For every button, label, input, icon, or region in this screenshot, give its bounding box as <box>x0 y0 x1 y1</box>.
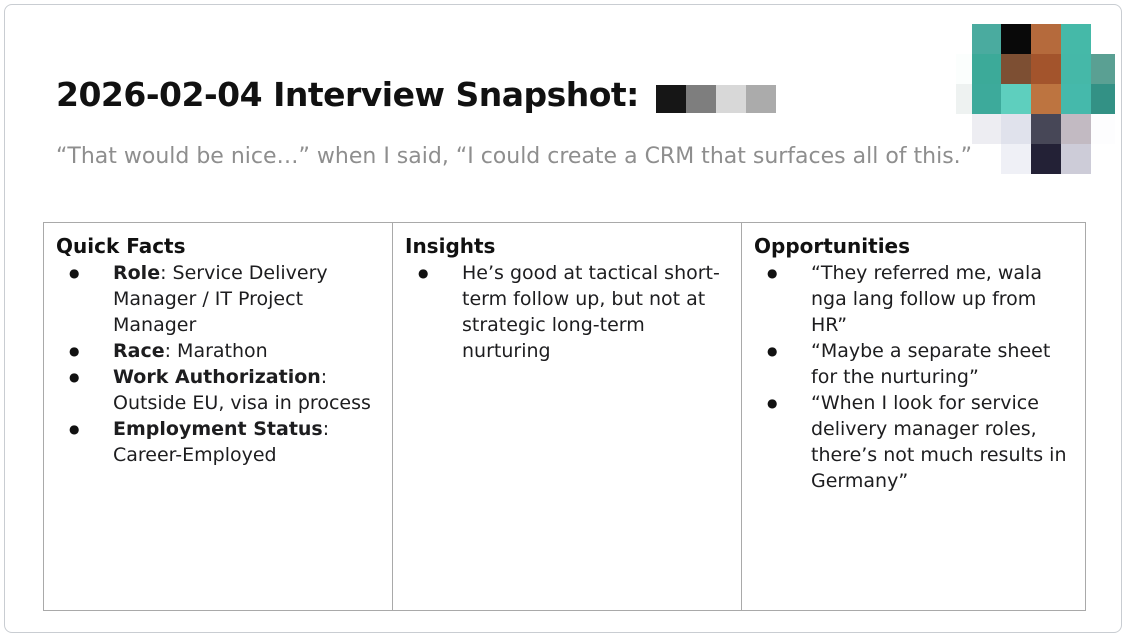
avatar-pixel <box>1001 84 1031 114</box>
pixelated-profile-photo <box>956 24 1115 174</box>
fact-label: Role <box>113 262 161 284</box>
fact-value: : Outside EU, visa in process <box>113 366 371 414</box>
list-item: Role: Service Delivery Manager / IT Proj… <box>56 260 378 338</box>
opportunity-text: “When I look for service delivery manage… <box>811 392 1067 492</box>
avatar-pixel <box>1061 54 1091 84</box>
avatar-pixel <box>1061 84 1091 114</box>
avatar-pixel <box>1061 144 1091 174</box>
avatar-pixel <box>1001 114 1031 144</box>
list-item: “When I look for service delivery manage… <box>754 390 1071 494</box>
avatar-pixel <box>972 144 1001 174</box>
title-row: 2026-02-04 Interview Snapshot: <box>56 75 776 115</box>
redaction-block <box>715 85 746 113</box>
avatar-pixel <box>1001 54 1031 84</box>
table-cell-opportunities: Opportunities “They referred me, wala ng… <box>742 223 1085 610</box>
list-item: Race: Marathon <box>56 338 378 364</box>
subtitle-quote: “That would be nice…” when I said, “I co… <box>56 144 973 169</box>
avatar-pixel <box>1091 144 1115 174</box>
list-item: “They referred me, wala nga lang follow … <box>754 260 1071 338</box>
quick-facts-list: Role: Service Delivery Manager / IT Proj… <box>56 260 378 468</box>
avatar-pixel <box>1061 24 1091 54</box>
column-header-insights: Insights <box>405 234 496 258</box>
fact-value: : Marathon <box>164 340 268 362</box>
fact-label: Work Authorization <box>113 366 321 388</box>
avatar-pixel <box>956 84 972 114</box>
document-page: 2026-02-04 Interview Snapshot: “That wou… <box>4 4 1122 633</box>
avatar-pixel <box>1001 24 1031 54</box>
avatar-pixel <box>972 54 1001 84</box>
avatar-pixel <box>1001 144 1031 174</box>
avatar-pixel <box>956 114 972 144</box>
snapshot-table: Quick Facts Role: Service Delivery Manag… <box>43 222 1086 611</box>
avatar-pixel <box>1091 54 1115 84</box>
avatar-pixel <box>1061 114 1091 144</box>
avatar-pixel <box>1031 24 1061 54</box>
opportunity-text: “They referred me, wala nga lang follow … <box>811 262 1042 336</box>
list-item: He’s good at tactical short-term follow … <box>405 260 727 364</box>
redaction-block <box>745 85 776 113</box>
avatar-pixel <box>1091 84 1115 114</box>
avatar-pixel <box>956 54 972 84</box>
list-item: “Maybe a separate sheet for the nurturin… <box>754 338 1071 390</box>
fact-label: Employment Status <box>113 418 323 440</box>
opportunities-list: “They referred me, wala nga lang follow … <box>754 260 1071 494</box>
avatar-pixel <box>1031 144 1061 174</box>
avatar-pixel <box>972 24 1001 54</box>
redaction-block <box>655 85 686 113</box>
table-cell-quick-facts: Quick Facts Role: Service Delivery Manag… <box>44 223 393 610</box>
page-title: 2026-02-04 Interview Snapshot: <box>56 75 639 114</box>
fact-label: Race <box>113 340 165 362</box>
avatar-pixel <box>972 84 1001 114</box>
avatar-pixel <box>1031 54 1061 84</box>
avatar-pixel <box>1031 84 1061 114</box>
opportunity-text: “Maybe a separate sheet for the nurturin… <box>811 340 1051 388</box>
list-item: Employment Status: Career-Employed <box>56 416 378 468</box>
redacted-name <box>655 85 776 113</box>
list-item: Work Authorization: Outside EU, visa in … <box>56 364 378 416</box>
table-cell-insights: Insights He’s good at tactical short-ter… <box>393 223 742 610</box>
fact-value: : Service Delivery Manager / IT Project … <box>113 262 328 336</box>
column-header-quick-facts: Quick Facts <box>56 234 186 258</box>
insight-text: He’s good at tactical short-term follow … <box>462 262 720 362</box>
redaction-block <box>685 85 716 113</box>
avatar-pixel <box>1091 114 1115 144</box>
avatar-pixel <box>1031 114 1061 144</box>
avatar-pixel <box>956 24 972 54</box>
avatar-pixel <box>1091 24 1115 54</box>
insights-list: He’s good at tactical short-term follow … <box>405 260 727 364</box>
column-header-opportunities: Opportunities <box>754 234 911 258</box>
avatar-pixel <box>972 114 1001 144</box>
fact-value: : Career-Employed <box>113 418 330 466</box>
